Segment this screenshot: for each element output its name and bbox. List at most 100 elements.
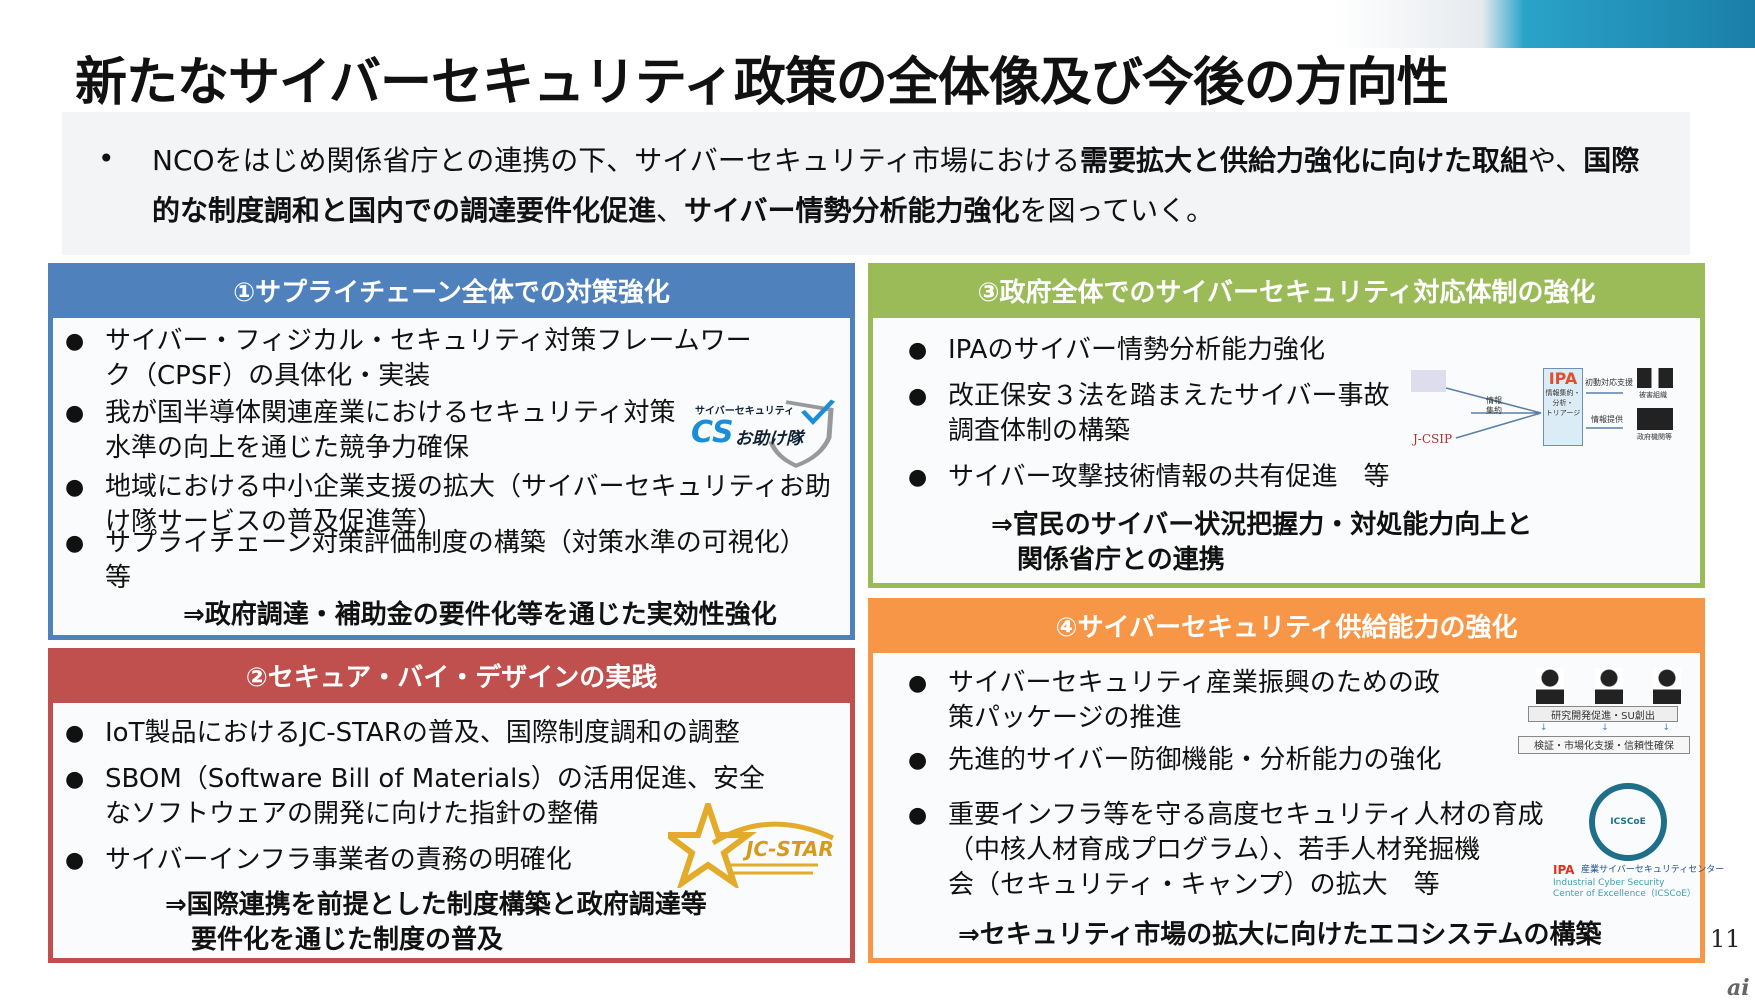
list-item: ● SBOM（Software Bill of Materials）の活用促進、安… (65, 762, 765, 832)
building-fire-icon (1637, 368, 1673, 388)
conclusion: ⇒セキュリティ市場の拡大に向けたエコシステムの構築 (958, 920, 1602, 950)
person-laptop-icon (1594, 668, 1623, 704)
bullet-icon: ● (908, 338, 928, 363)
victim-label: 被害組織 (1639, 391, 1667, 399)
item-text: サイバー・フィジカル・セキュリティ対策フレームワー ク（CPSF）の具体化・実装 (105, 326, 752, 391)
item-text: 重要インフラ等を守る高度セキュリティ人材の育成 （中核人材育成プログラム）、若手… (948, 800, 1544, 900)
intro-emphasis: サイバー情勢分析能力強化 (684, 194, 1020, 227)
icscoe-en: Industrial Cyber Security (1553, 878, 1665, 888)
panel-secure-by-design: ②セキュア・バイ・デザインの実践 ● IoT製品におけるJC-STARの普及、国際… (48, 648, 855, 963)
intro-segment: 、 (656, 194, 685, 227)
list-item: ● サイバーインフラ事業者の責務の明確化 (65, 843, 572, 878)
people-icons (1536, 668, 1681, 704)
list-item: ● サイバー攻撃技術情報の共有促進 等 (908, 460, 1390, 495)
list-item: ● サイバーセキュリティ産業振興のための政 策パッケージの推進 (908, 666, 1440, 736)
logo-text: CS (691, 415, 734, 450)
panel-header: ①サプライチェーン全体での対策強化 (53, 268, 850, 318)
intro-text: NCOをはじめ関係省庁との連携の下、サイバーセキュリティ市場における需要拡大と供… (152, 136, 1650, 236)
bullet-icon: ● (908, 803, 928, 828)
bullet-icon: ● (65, 767, 85, 792)
bullet-icon: ● (908, 671, 928, 696)
item-text: SBOM（Software Bill of Materials）の活用促進、安全… (105, 764, 765, 829)
list-item: ● サイバー・フィジカル・セキュリティ対策フレームワー ク（CPSF）の具体化・実… (65, 324, 752, 394)
ipa-sublabel: 情報集約・ 分析・ トリアージ (1545, 389, 1581, 417)
verify-label: 検証・市場化支援・信頼性確保 (1518, 736, 1690, 754)
intro-emphasis: 需要拡大と供給力強化に向けた取組 (1080, 144, 1529, 177)
list-item: ● IPAのサイバー情勢分析能力強化 (908, 333, 1325, 368)
item-text: 改正保安３法を踏まえたサイバー事故 調査体制の構築 (948, 381, 1390, 446)
ipa-label: IPA (1548, 369, 1578, 388)
page-title: 新たなサイバーセキュリティ政策の全体像及び今後の方向性 (75, 53, 1449, 113)
panel-government-response: ③政府全体でのサイバーセキュリティ対応体制の強化 ● IPAのサイバー情勢分析能力… (868, 263, 1705, 588)
building-icon (1637, 408, 1673, 430)
panel-supply-capacity: ④サイバーセキュリティ供給能力の強化 ● サイバーセキュリティ産業振興のための政 … (868, 598, 1724, 963)
item-text: IoT製品におけるJC-STARの普及、国際制度調和の調整 (105, 718, 740, 748)
logo-text: サイバーセキュリティ (695, 406, 795, 417)
bullet-icon: ● (908, 748, 928, 773)
collect-label: 情報 集約 (1486, 396, 1502, 415)
panel-header: ③政府全体でのサイバーセキュリティ対応体制の強化 (873, 268, 1700, 318)
person-laptop-icon (1653, 668, 1681, 704)
conclusion: ⇒国際連携を前提とした制度構築と政府調達等 要件化を通じた制度の普及 (165, 890, 707, 955)
bullet-icon: ● (65, 329, 85, 354)
bullet-icon: ● (65, 721, 85, 746)
panel-header: ②セキュア・バイ・デザインの実践 (53, 653, 850, 703)
list-item: ● サプライチェーン対策評価制度の構築（対策水準の可視化） 等 (65, 526, 806, 596)
arrows-icon (1411, 370, 1623, 439)
corner-decoration (1335, 0, 1755, 48)
jcsip-label: J-CSIP (1413, 432, 1453, 446)
shield-icon (768, 399, 836, 468)
intro-emphasis: 国際的な制度調和と国内での調達要件化促進 (152, 144, 1640, 227)
ipa-box: IPA 情報集約・ 分析・ トリアージ (1543, 368, 1583, 446)
bullet-icon: ● (65, 848, 85, 873)
icscoe-en: Center of Excellence（ICSCoE） (1553, 889, 1696, 899)
intro-segment: NCOをはじめ関係省庁との連携の下、サイバーセキュリティ市場における (152, 144, 1081, 177)
person-laptop-icon (1536, 668, 1564, 704)
provide-label: 情報提供 (1591, 415, 1623, 424)
bullet-icon: ● (908, 465, 928, 490)
page-number: 11 (1710, 925, 1741, 953)
item-text: サイバーセキュリティ産業振興のための政 策パッケージの推進 (948, 668, 1440, 733)
arrow-down-icons: ↓↓↓ (1540, 723, 1670, 733)
logo-text: お助け隊 (735, 429, 803, 449)
list-item: ● 地域における中小企業支援の拡大（サイバーセキュリティお助 け隊サービスの普及促… (65, 470, 831, 540)
bullet-icon: ● (65, 531, 85, 556)
ipa-label: IPA (1553, 863, 1575, 877)
logo-text: JC-STAR (746, 837, 834, 861)
bullet-icon: • (98, 142, 115, 175)
list-item: ● IoT製品におけるJC-STARの普及、国際制度調和の調整 (65, 716, 740, 751)
item-text: サプライチェーン対策評価制度の構築（対策水準の可視化） 等 (105, 528, 806, 593)
rd-label: 研究開発促進・SU創出 (1528, 706, 1678, 722)
intro-segment: や、 (1528, 144, 1584, 177)
ipa-diagram: IPA 情報集約・ 分析・ トリアージ 情報 集約 J-CSIP 初動対応支援 … (1411, 368, 1701, 458)
item-text: IPAのサイバー情勢分析能力強化 (948, 335, 1325, 365)
list-item: ● 重要インフラ等を守る高度セキュリティ人材の育成 （中核人材育成プログラム）、若… (908, 798, 1544, 903)
conclusion: ⇒政府調達・補助金の要件化等を通じた実効性強化 (183, 600, 777, 630)
list-item: ● 改正保安３法を踏まえたサイバー事故 調査体制の構築 (908, 379, 1390, 449)
rd-diagram: 研究開発促進・SU創出 ↓↓↓ 検証・市場化支援・信頼性確保 (1518, 666, 1698, 766)
star-icon (659, 795, 835, 891)
bullet-icon: ● (65, 475, 85, 500)
icscoe-jp: 産業サイバーセキュリティセンター (1581, 865, 1725, 875)
bullet-icon: ● (65, 401, 85, 426)
panel-header: ④サイバーセキュリティ供給能力の強化 (873, 603, 1700, 653)
conclusion: ⇒官民のサイバー状況把握力・対処能力向上と 関係省庁との連携 (991, 510, 1533, 575)
panel-supply-chain: ①サプライチェーン全体での対策強化 ● サイバー・フィジカル・セキュリティ対策フレ… (48, 263, 855, 640)
support-label: 初動対応支援 (1585, 378, 1633, 387)
item-text: 先進的サイバー防御機能・分析能力の強化 (948, 745, 1442, 775)
item-text: サイバー攻撃技術情報の共有促進 等 (948, 462, 1390, 492)
intro-segment: を図っていく。 (1019, 194, 1215, 227)
intro-box: • NCOをはじめ関係省庁との連携の下、サイバーセキュリティ市場における需要拡大… (62, 112, 1690, 255)
icscoe-badge: ICSCoE (1589, 783, 1667, 861)
list-item: ● 先進的サイバー防御機能・分析能力の強化 (908, 743, 1442, 778)
watermark-logo: ai (1727, 975, 1750, 1001)
item-text: 地域における中小企業支援の拡大（サイバーセキュリティお助 け隊サービスの普及促進… (105, 472, 831, 537)
list-item: ● 我が国半導体関連産業におけるセキュリティ対策 水準の向上を通じた競争力確保 (65, 396, 676, 466)
jc-star-logo: JC-STAR (659, 795, 838, 891)
item-text: 我が国半導体関連産業におけるセキュリティ対策 水準の向上を通じた競争力確保 (105, 398, 676, 463)
icscoe-logo: ICSCoE IPA 産業サイバーセキュリティセンター Industrial C… (1553, 783, 1724, 903)
cs-otasuketai-logo: サイバーセキュリティ CS お助け隊 (691, 396, 841, 468)
gov-label: 政府機関等 (1637, 433, 1672, 441)
item-text: サイバーインフラ事業者の責務の明確化 (105, 845, 572, 875)
bullet-icon: ● (908, 384, 928, 409)
